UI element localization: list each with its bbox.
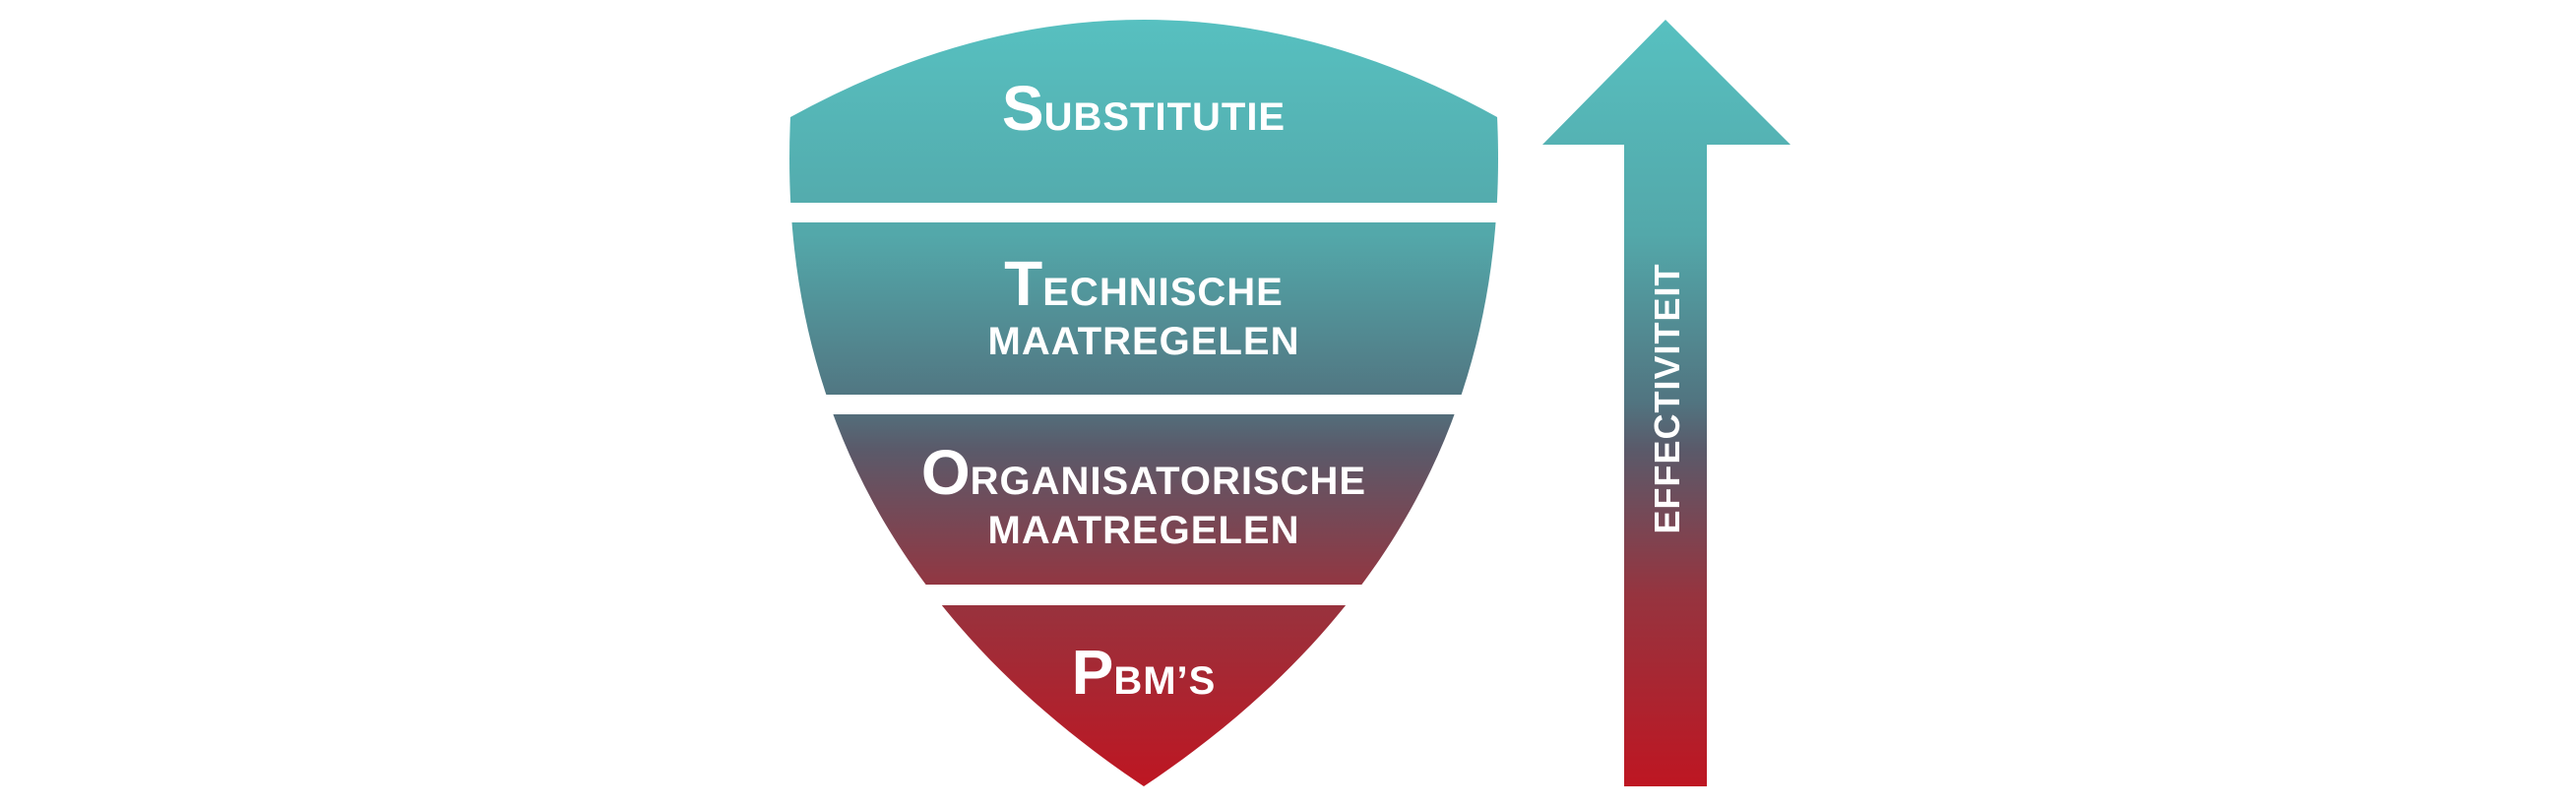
level-organisatorische: ORGANISATORISCHE [921,437,1366,508]
effectiveness-label: EFFECTIVITEIT [1647,263,1687,533]
band-divider [768,203,1516,222]
shield [768,20,1516,786]
level-pbms: PBM’S [1072,637,1217,708]
level-substitutie: SUBSTITUTIE [1002,73,1286,144]
level-organisatorische-line2: MAATREGELEN [988,509,1300,552]
band-divider [768,585,1516,605]
level-technische-line2: MAATREGELEN [988,320,1300,363]
effectiveness-arrow-icon [1542,20,1791,786]
level-technische: TECHNISCHE [1004,248,1284,319]
band-divider [768,395,1516,414]
